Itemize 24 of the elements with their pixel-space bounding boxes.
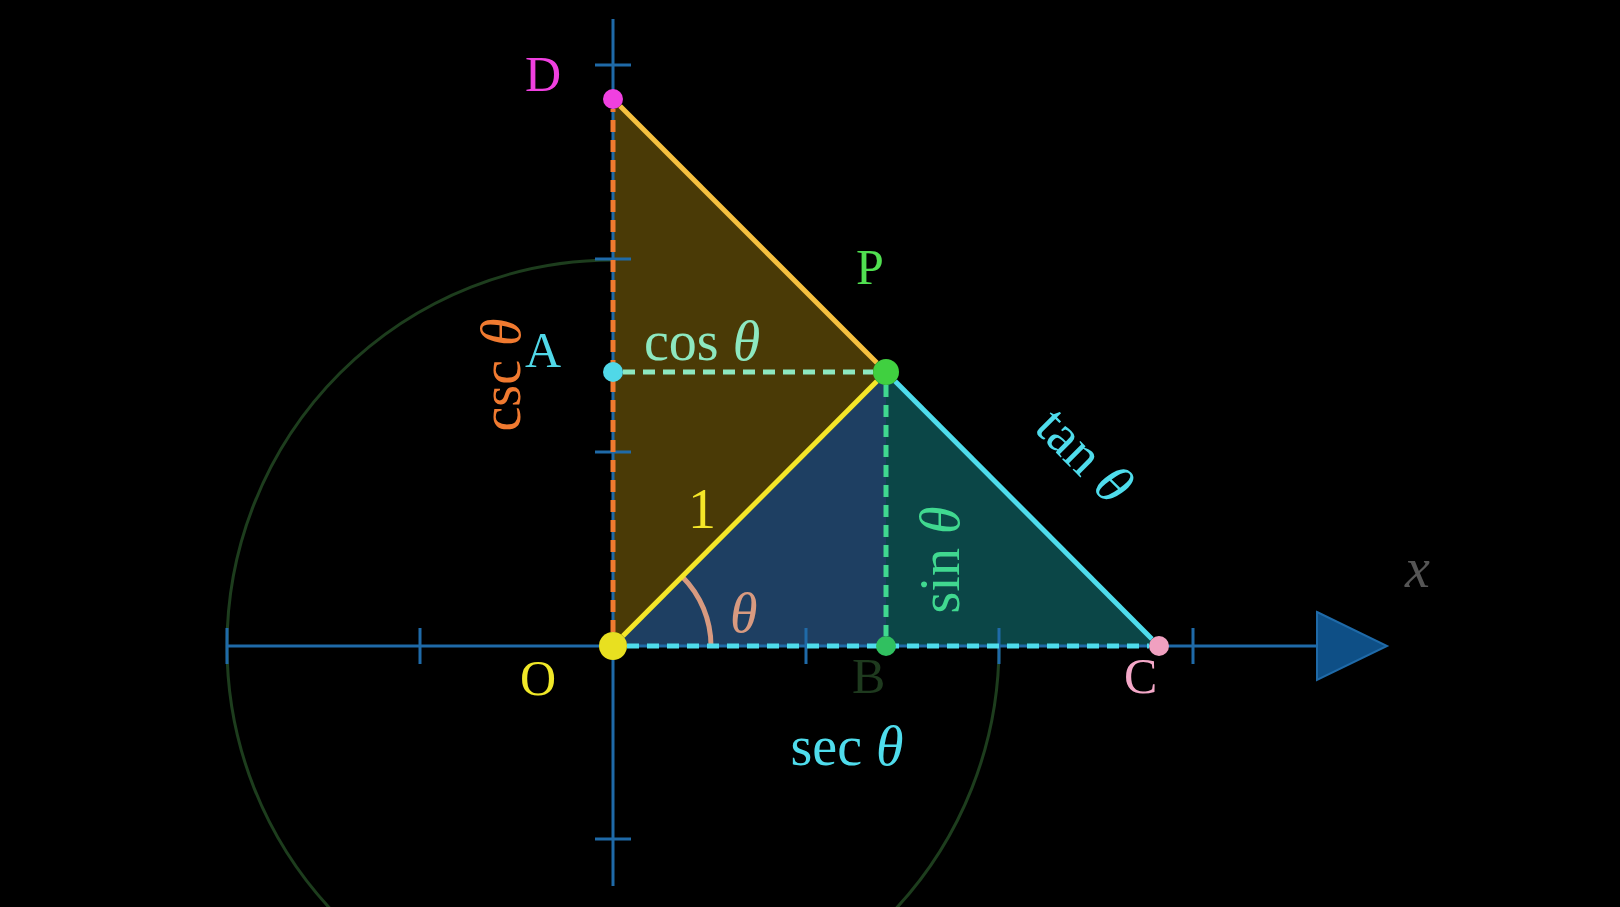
point-label: O xyxy=(520,653,557,703)
dashed-line xyxy=(627,643,1149,649)
point-dot xyxy=(1149,636,1169,656)
line-segment xyxy=(618,104,879,365)
point-label: B xyxy=(852,651,886,701)
point-label: A xyxy=(525,325,562,375)
edge-label: cos θ xyxy=(644,313,761,369)
point-label: P xyxy=(856,242,884,292)
point-dot xyxy=(876,636,896,656)
edge-label: sec θ xyxy=(790,718,904,774)
edge-label: tan θ xyxy=(1026,396,1144,514)
point-dot xyxy=(873,359,899,385)
point-label: C xyxy=(1124,651,1158,701)
point-label: D xyxy=(525,49,562,99)
dashed-line xyxy=(610,109,616,632)
edge-label: 1 xyxy=(688,481,716,537)
angle-label: θ xyxy=(730,585,758,641)
edge-label: sin θ xyxy=(911,506,968,614)
axis-label: x xyxy=(1405,540,1430,596)
dashed-line xyxy=(623,369,873,375)
point-dot xyxy=(599,632,627,660)
point-dot xyxy=(603,362,623,382)
dashed-line xyxy=(883,385,889,636)
point-dot xyxy=(603,89,623,109)
